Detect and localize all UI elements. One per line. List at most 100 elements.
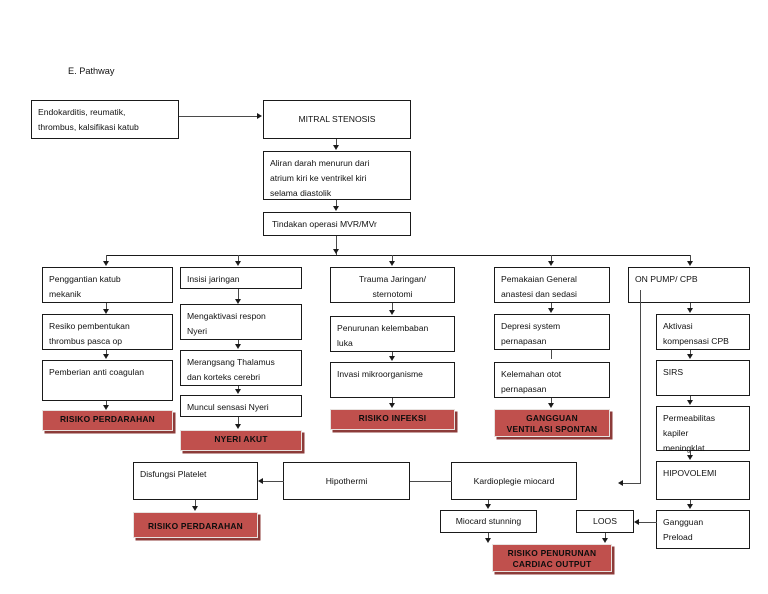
- connector-distribution-bus: [106, 255, 690, 257]
- node-col3-penurunan-kelembaban: Penurunan kelembaban luka: [330, 316, 455, 352]
- node-col5-sirs: SIRS: [656, 360, 750, 396]
- connector-bus-drop-1: [106, 255, 107, 263]
- node-col5-aktivasi-kompensasi-cpb: Aktivasi kompensasi CPB: [656, 314, 750, 350]
- node-col2-diagnosis-nyeri-akut: NYERI AKUT: [180, 430, 302, 451]
- node-col2-muncul-sensasi-nyeri: Muncul sensasi Nyeri: [180, 395, 302, 417]
- node-col5-hipovolemi: HIPOVOLEMI: [656, 461, 750, 500]
- node-col4-depresi-system-pernapasan: Depresi system pernapasan: [494, 314, 610, 350]
- arrowhead-down-icon: [102, 405, 109, 410]
- connector-stunning-to-diagnosis: [488, 533, 489, 540]
- connector-bus-drop-5: [690, 255, 691, 263]
- arrowhead-down-icon: [102, 309, 109, 314]
- connector-col1-2-3: [106, 350, 107, 355]
- connector-bus-drop-2: [238, 255, 239, 263]
- arrowhead-down-icon: [234, 344, 241, 349]
- connector-col4-3-diagnosis: [551, 398, 552, 404]
- node-disfungsi-platelet: Disfungsi Platelet: [133, 462, 258, 500]
- arrowhead-down-icon: [388, 403, 395, 408]
- connector-tindakan-to-bus: [336, 236, 337, 255]
- arrowhead-down-icon: [601, 538, 608, 543]
- connector-col5-1-2: [690, 303, 691, 310]
- arrowhead-down-icon: [332, 249, 339, 254]
- arrowhead-down-icon: [388, 261, 395, 266]
- node-col5-on-pump-cpb: ON PUMP/ CPB: [628, 267, 750, 303]
- node-tindakan-operasi: Tindakan operasi MVR/MVr: [263, 212, 411, 236]
- arrowhead-down-icon: [388, 310, 395, 315]
- node-etiology: Endokarditis, reumatik, thrombus, kalsif…: [31, 100, 179, 139]
- node-col1-penggantian-katub: Penggantian katub mekanik: [42, 267, 173, 303]
- node-col3-diagnosis-risiko-infeksi: RISIKO INFEKSI: [330, 409, 455, 430]
- node-col4-pemakaian-general-anastesi: Pemakaian General anastesi dan sedasi: [494, 267, 610, 303]
- connector-col4-2-3: [551, 350, 552, 359]
- connector-col3-1-2: [392, 303, 393, 311]
- connector-etiology-to-stenosis: [179, 116, 258, 117]
- arrowhead-down-icon: [547, 261, 554, 266]
- connector-aliran-to-tindakan: [336, 200, 337, 206]
- arrowhead-left-icon: [634, 518, 639, 525]
- connector-hipothermi-to-platelet: [263, 481, 284, 482]
- connector-hipothermi-to-kardioplegie: [410, 481, 452, 482]
- connector-onpump-down-left: [640, 290, 641, 483]
- arrowhead-down-icon: [102, 261, 109, 266]
- node-col4-kelemahan-otot-pernapasan: Kelemahan otot pernapasan: [494, 362, 610, 398]
- node-col2-mengaktivasi-respon: Mengaktivasi respon Nyeri: [180, 304, 302, 340]
- node-col1-anti-coagulan: Pemberian anti coagulan: [42, 360, 173, 401]
- connector-col3-3-diagnosis: [392, 398, 393, 404]
- arrowhead-left-icon: [618, 479, 623, 486]
- arrowhead-down-icon: [547, 403, 554, 408]
- node-kardioplegie-miocard: Kardioplegie miocard: [451, 462, 577, 500]
- arrowhead-down-icon: [686, 354, 693, 359]
- connector-stenosis-to-aliran: [336, 139, 337, 146]
- arrowhead-down-icon: [686, 308, 693, 313]
- connector-kardioplegie-to-stunning: [488, 500, 489, 506]
- node-col2-merangsang-thalamus: Merangsang Thalamus dan korteks cerebri: [180, 350, 302, 386]
- arrowhead-down-icon: [234, 299, 241, 304]
- arrowhead-down-icon: [332, 206, 339, 211]
- arrowhead-down-icon: [686, 455, 693, 460]
- node-miocard-stunning: Miocard stunning: [440, 510, 537, 533]
- section-heading: E. Pathway: [68, 66, 115, 76]
- connector-col1-1-2: [106, 303, 107, 310]
- connector-col2-2-3: [238, 340, 239, 345]
- arrowhead-down-icon: [234, 261, 241, 266]
- connector-col1-3-diagnosis: [106, 401, 107, 406]
- node-bottom-diagnosis-risiko-perdarahan: RISIKO PERDARAHAN: [133, 512, 258, 538]
- connector-col5-3-4: [690, 396, 691, 402]
- connector-bus-drop-4: [551, 255, 552, 263]
- arrowhead-down-icon: [686, 504, 693, 509]
- node-col1-diagnosis-risiko-perdarahan: RISIKO PERDARAHAN: [42, 410, 173, 431]
- connector-col2-1-2: [238, 289, 239, 300]
- node-col3-trauma-jaringan: Trauma Jaringan/ sternotomi: [330, 267, 455, 303]
- arrowhead-down-icon: [102, 354, 109, 359]
- connector-col5-5-6: [690, 500, 691, 506]
- connector-col5-4-5: [690, 451, 691, 457]
- arrowhead-down-icon: [484, 504, 491, 509]
- arrowhead-down-icon: [332, 145, 339, 150]
- arrowhead-down-icon: [234, 389, 241, 394]
- arrowhead-right-icon: [257, 112, 262, 119]
- node-loos: LOOS: [576, 510, 634, 533]
- arrowhead-down-icon: [547, 308, 554, 313]
- connector-col4-1-2: [551, 303, 552, 310]
- arrowhead-down-icon: [388, 356, 395, 361]
- connector-onpump-to-kardioplegie: [623, 483, 641, 484]
- arrowhead-down-icon: [484, 538, 491, 543]
- node-mitral-stenosis: MITRAL STENOSIS: [263, 100, 411, 139]
- node-col3-invasi-mikroorganisme: Invasi mikroorganisme: [330, 362, 455, 398]
- arrowhead-down-icon: [234, 424, 241, 429]
- node-col5-gangguan-preload: Gangguan Preload: [656, 510, 750, 549]
- node-bottom-diagnosis-risiko-penurunan-cardiac-output: RISIKO PENURUNAN CARDIAC OUTPUT: [492, 544, 612, 572]
- node-aliran-darah: Aliran darah menurun dari atrium kiri ke…: [263, 151, 411, 200]
- arrowhead-left-icon: [258, 477, 263, 484]
- connector-col3-2-3: [392, 352, 393, 357]
- connector-col2-3-4: [238, 386, 239, 391]
- connector-col5-2-3: [690, 350, 691, 356]
- node-col4-diagnosis-gangguan-ventilasi-spontan: GANGGUAN VENTILASI SPONTAN: [494, 409, 610, 437]
- node-col2-insisi-jaringan: Insisi jaringan: [180, 267, 302, 289]
- connector-loos-to-diagnosis: [605, 533, 606, 540]
- node-col1-resiko-thrombus: Resiko pembentukan thrombus pasca op: [42, 314, 173, 350]
- node-hipothermi: Hipothermi: [283, 462, 410, 500]
- connector-preload-to-loos: [639, 522, 657, 523]
- node-col5-permeabilitas-kapiler: Permeabilitas kapiler meningklat: [656, 406, 750, 453]
